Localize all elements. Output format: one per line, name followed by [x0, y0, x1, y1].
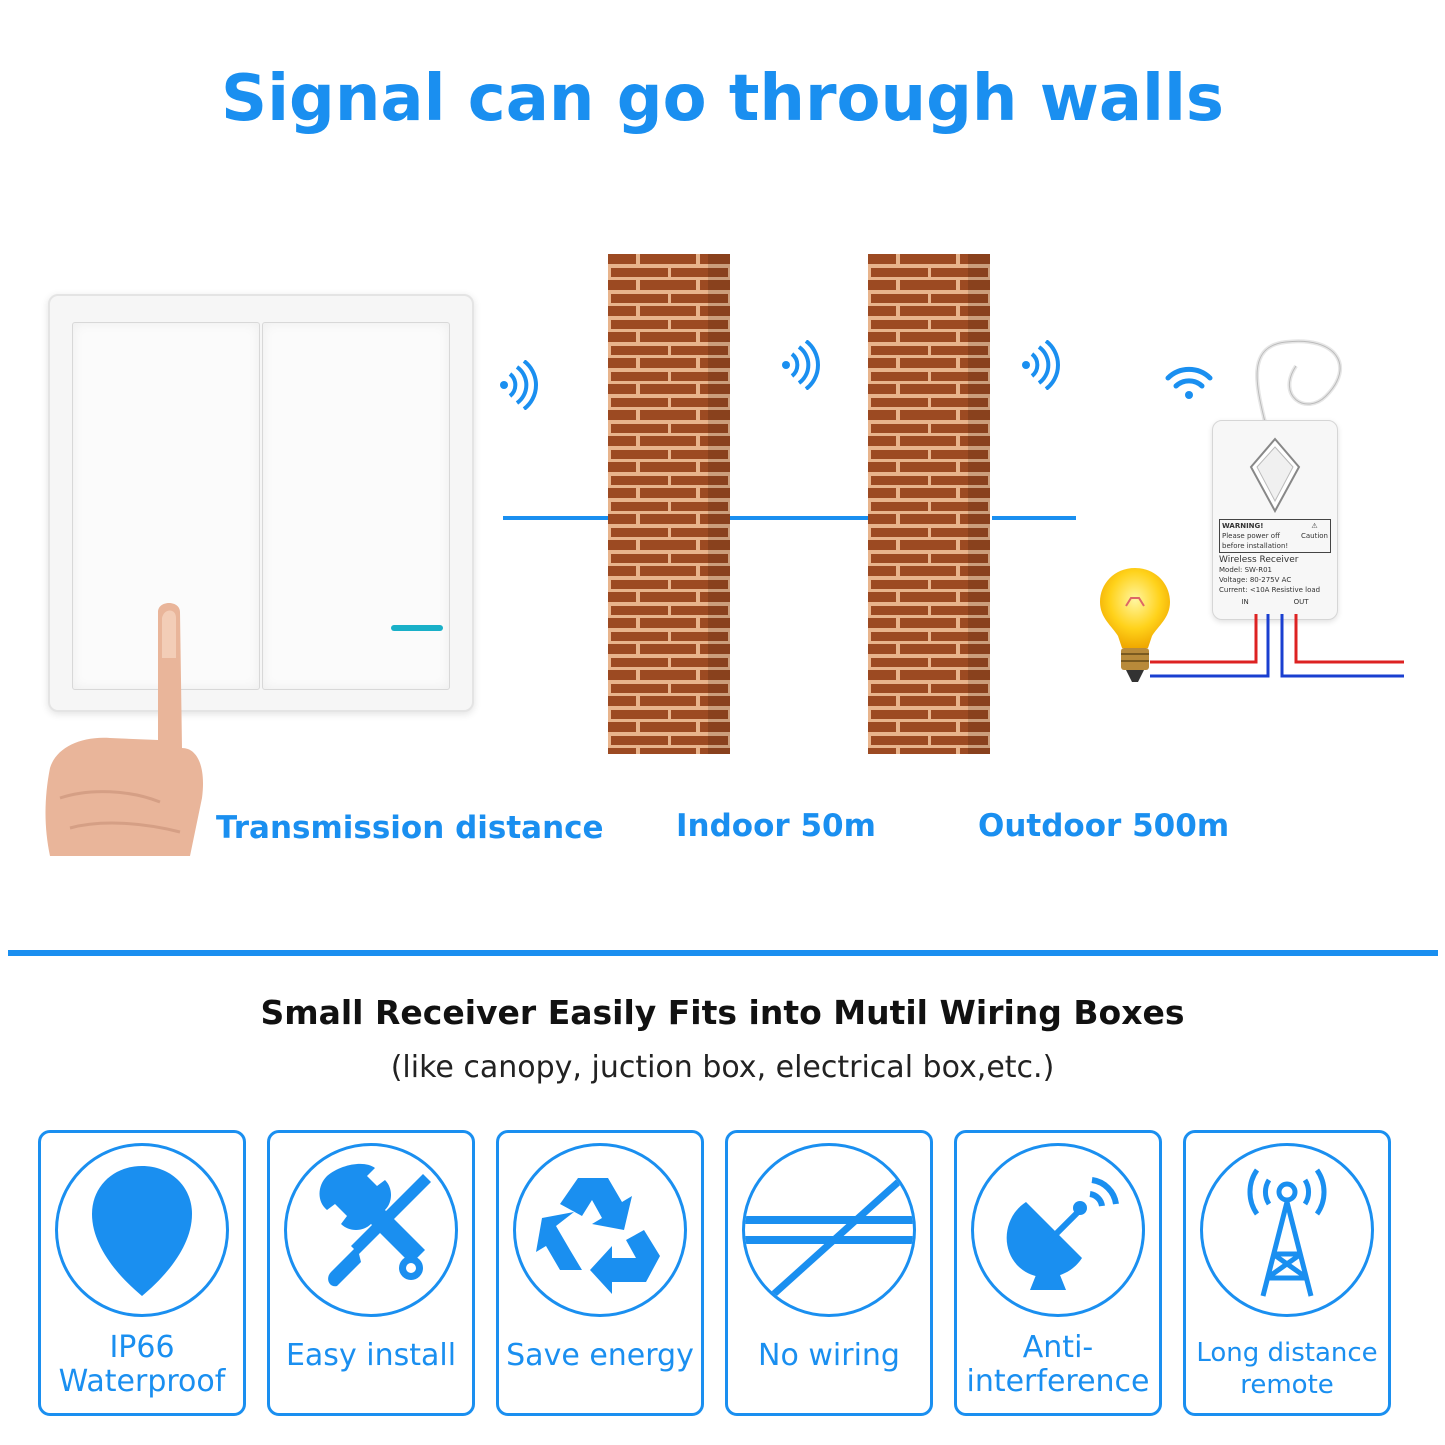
- receiver-button-icon: [1249, 437, 1301, 513]
- signal-tower-icon: [1247, 1168, 1327, 1297]
- feature-label: Easy install: [285, 1338, 457, 1373]
- wifi-icon: [1165, 366, 1213, 399]
- warning-note: Please power off: [1222, 532, 1280, 540]
- warning-title: WARNING!: [1222, 522, 1264, 530]
- feature-card-easy-install: Easy install: [267, 1130, 475, 1416]
- signal-line: [503, 516, 643, 520]
- feature-label: IP66: [109, 1330, 175, 1365]
- feature-label: No wiring: [758, 1338, 900, 1373]
- no-wiring-icon: [745, 1173, 913, 1305]
- brick-wall-2: [868, 254, 990, 754]
- signal-waves-icon: [1022, 340, 1060, 390]
- feature-card-long-distance: Long distance remote: [1183, 1130, 1391, 1416]
- wireless-receiver: WARNING! Please power off before install…: [1212, 420, 1338, 620]
- receiver-current: Current: <10A Resistive load: [1219, 586, 1321, 594]
- outdoor-distance-label: Outdoor 500m: [978, 808, 1230, 844]
- signal-line: [728, 516, 908, 520]
- section-divider: [8, 950, 1438, 956]
- tools-icon: [319, 1163, 431, 1287]
- satellite-dish-icon: [1006, 1177, 1119, 1290]
- feature-label: Waterproof: [58, 1364, 226, 1399]
- antenna-wire: [1255, 339, 1343, 427]
- section-heading: Small Receiver Easily Fits into Mutil Wi…: [260, 993, 1185, 1032]
- feature-label: remote: [1240, 1370, 1334, 1400]
- brick-wall-1: [608, 254, 730, 754]
- terminal-out-label: OUT: [1293, 598, 1309, 606]
- section-note: (like canopy, juction box, electrical bo…: [390, 1050, 1055, 1085]
- recycle-icon: [536, 1178, 660, 1294]
- wall-switch[interactable]: [48, 294, 474, 712]
- receiver-name: Wireless Receiver: [1219, 555, 1299, 565]
- finger-pressing-illustration: [45, 603, 204, 856]
- feature-card-anti-interference: Anti- interference: [954, 1130, 1162, 1416]
- page-title: Signal can go through walls: [220, 62, 1225, 136]
- indoor-distance-label: Indoor 50m: [676, 808, 876, 844]
- connection-wires: [1150, 614, 1404, 678]
- signal-waves-icon: [500, 360, 538, 410]
- receiver-voltage: Voltage: 80-275V AC: [1219, 576, 1292, 584]
- warning-note: before installation!: [1222, 542, 1289, 550]
- caution-label: Caution: [1300, 532, 1328, 540]
- switch-right-rocker[interactable]: [262, 322, 450, 690]
- feature-label: interference: [966, 1364, 1150, 1399]
- feature-card-save-energy: Save energy: [496, 1130, 704, 1416]
- feature-card-no-wiring: No wiring: [725, 1130, 933, 1416]
- caution-icon: ⚠: [1311, 522, 1318, 530]
- signal-waves-icon: [782, 340, 820, 390]
- indicator-light: [391, 625, 443, 631]
- feature-card-waterproof: IP66 Waterproof: [38, 1130, 246, 1416]
- signal-line: [992, 516, 1076, 520]
- feature-label: Long distance: [1196, 1338, 1378, 1368]
- feature-label: Save energy: [506, 1338, 694, 1373]
- receiver-model: Model: SW-R01: [1219, 566, 1272, 574]
- terminal-in-label: IN: [1241, 598, 1249, 606]
- light-bulb-icon: [1100, 568, 1170, 682]
- feature-label: Anti-: [1022, 1330, 1094, 1365]
- transmission-distance-label: Transmission distance: [216, 810, 604, 846]
- receiver-label: WARNING! Please power off before install…: [1219, 519, 1331, 607]
- water-drop-icon: [92, 1166, 192, 1296]
